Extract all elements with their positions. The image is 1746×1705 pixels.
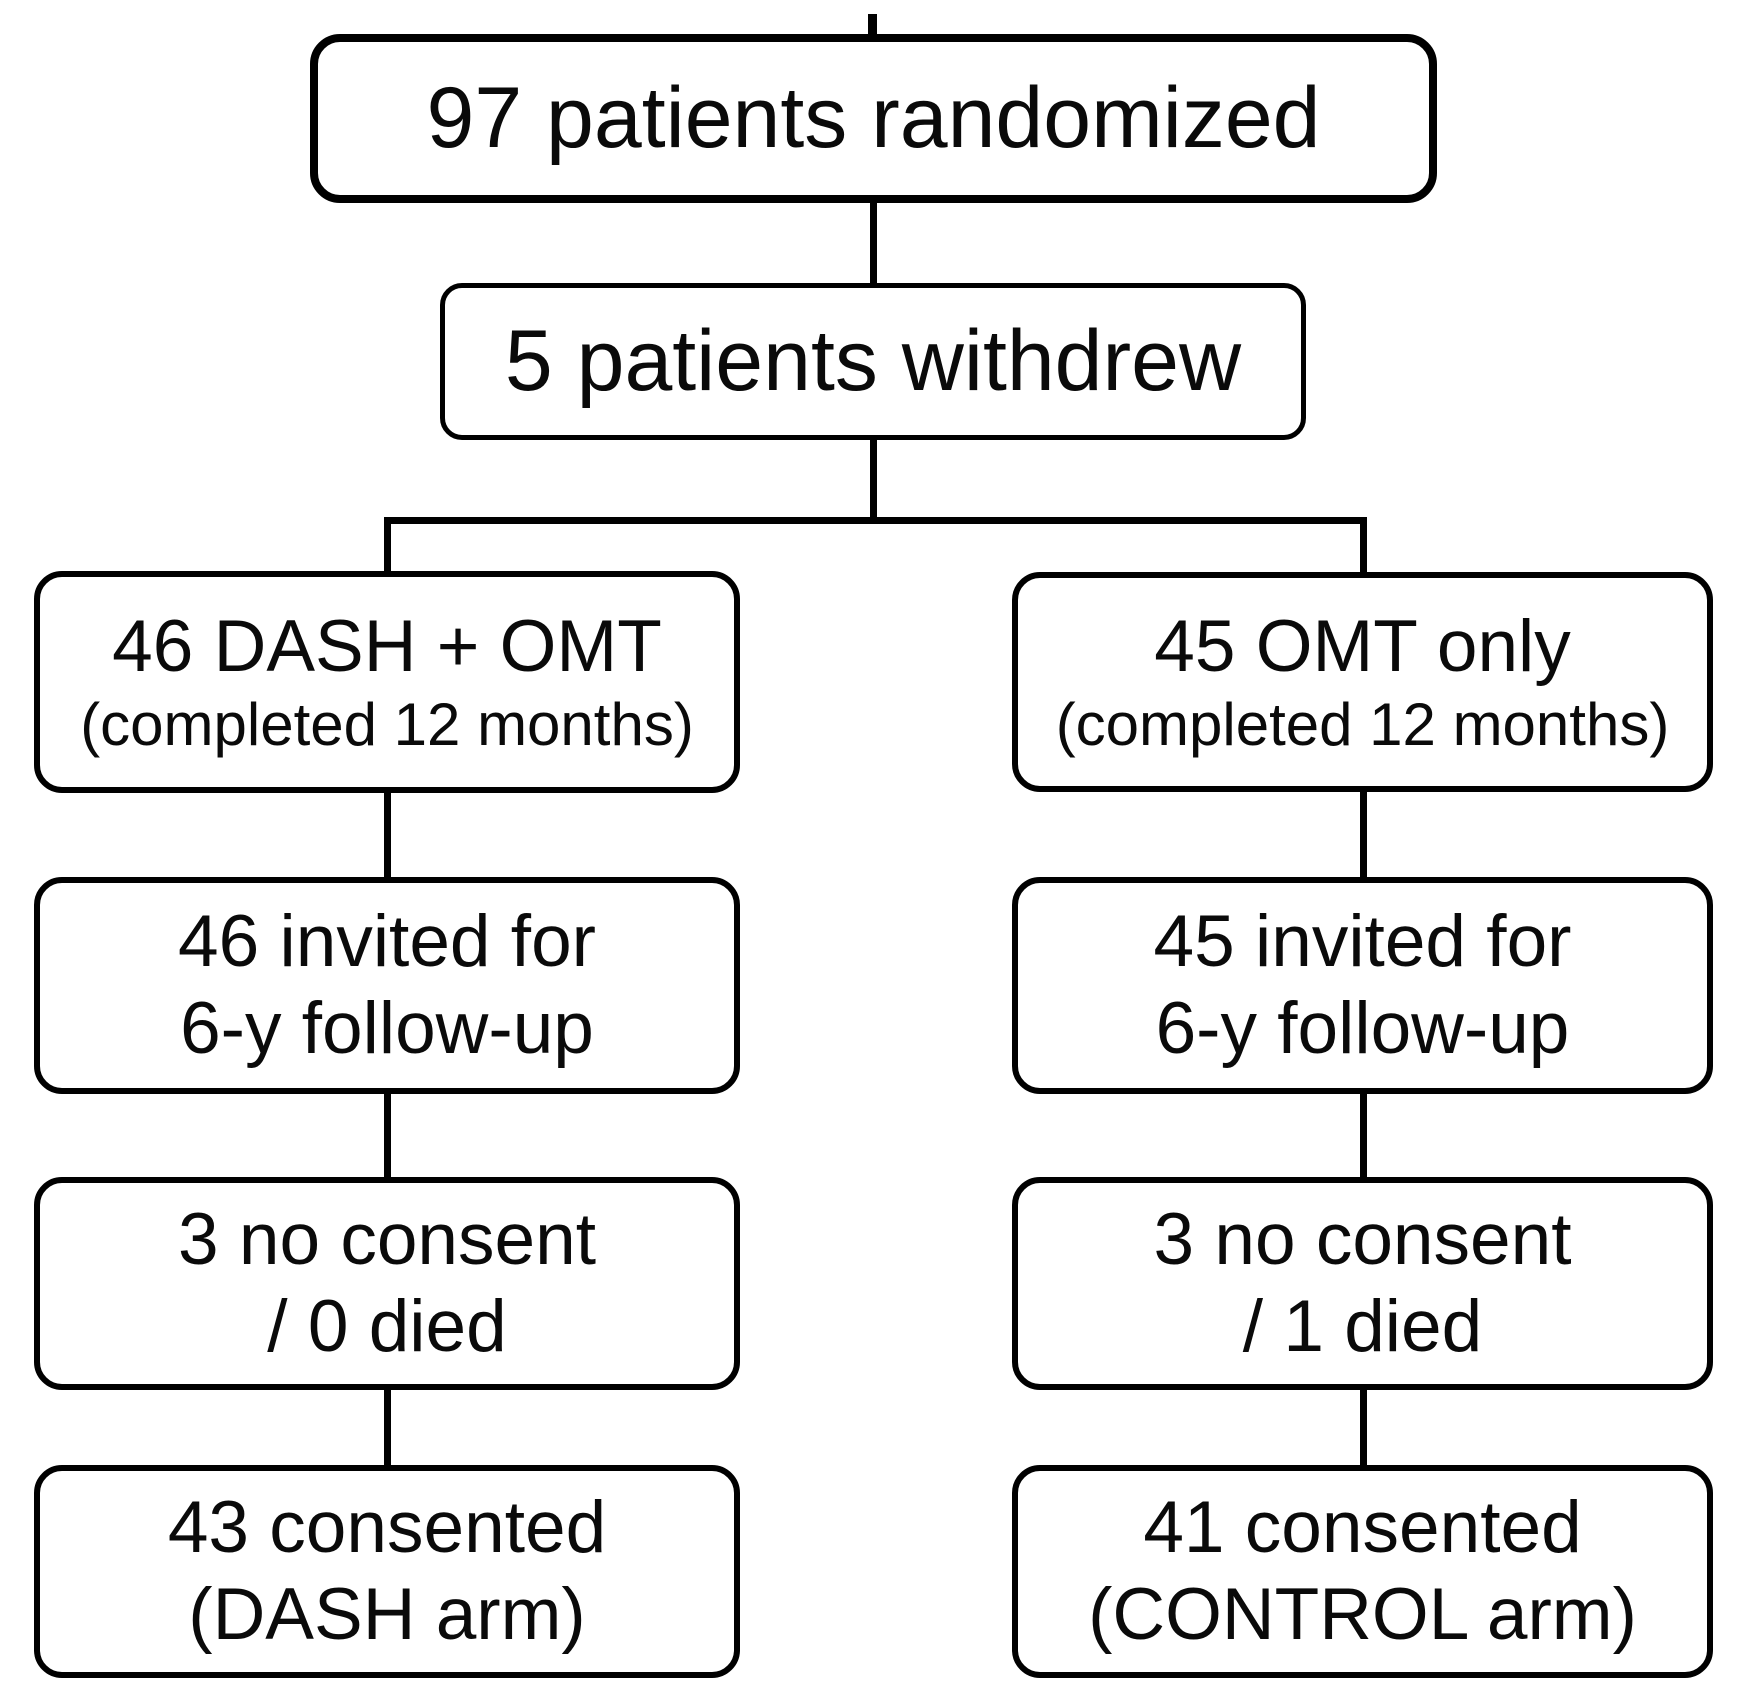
node-dash-consented: 43 consented (DASH arm) [34, 1465, 740, 1678]
node-sublabel: (completed 12 months) [80, 690, 694, 758]
node-label: 46 invited for [178, 901, 596, 983]
node-label: 5 patients withdrew [504, 312, 1242, 409]
node-dash-invited-followup: 46 invited for 6-y follow-up [34, 877, 740, 1094]
node-patients-withdrew: 5 patients withdrew [440, 283, 1306, 440]
connector-split-horizontal [384, 517, 1367, 524]
node-sublabel: (completed 12 months) [1055, 690, 1670, 758]
node-patients-randomized: 97 patients randomized [310, 34, 1437, 203]
node-omt-consented: 41 consented (CONTROL arm) [1012, 1465, 1713, 1678]
connector-randomized-withdrew [870, 200, 877, 286]
node-label: 45 invited for [1153, 901, 1572, 983]
node-label: (CONTROL arm) [1088, 1573, 1637, 1655]
connector-dash-arm-invited [384, 790, 391, 880]
connector-withdrew-split [870, 437, 877, 521]
node-label: / 1 died [1242, 1285, 1483, 1367]
node-label: 41 consented [1143, 1487, 1582, 1569]
connector-omt-noconsent-consented [1360, 1387, 1367, 1468]
node-omt-invited-followup: 45 invited for 6-y follow-up [1012, 877, 1713, 1094]
connector-split-right-drop [1360, 517, 1367, 576]
node-label: 45 OMT only [1154, 605, 1571, 687]
connector-omt-invited-noconsent [1360, 1090, 1367, 1180]
connector-dash-invited-noconsent [384, 1090, 391, 1180]
node-omt-only-arm: 45 OMT only (completed 12 months) [1012, 572, 1713, 792]
node-label: 6-y follow-up [180, 987, 594, 1069]
node-label: 3 no consent [177, 1199, 597, 1281]
node-label: 43 consented [167, 1487, 607, 1569]
node-dash-omt-arm: 46 DASH + OMT (completed 12 months) [34, 571, 740, 793]
node-label: 97 patients randomized [426, 69, 1321, 166]
node-label: 3 no consent [1153, 1199, 1572, 1281]
node-dash-no-consent: 3 no consent / 0 died [34, 1177, 740, 1390]
connector-split-left-drop [384, 517, 391, 575]
connector-top-stub [868, 14, 877, 40]
node-label: / 0 died [267, 1285, 507, 1367]
node-label: 6-y follow-up [1155, 987, 1570, 1069]
node-label: 46 DASH + OMT [112, 605, 662, 687]
node-label: (DASH arm) [188, 1573, 586, 1655]
connector-omt-arm-invited [1360, 789, 1367, 880]
node-omt-no-consent: 3 no consent / 1 died [1012, 1177, 1713, 1390]
connector-dash-noconsent-consented [384, 1387, 391, 1468]
